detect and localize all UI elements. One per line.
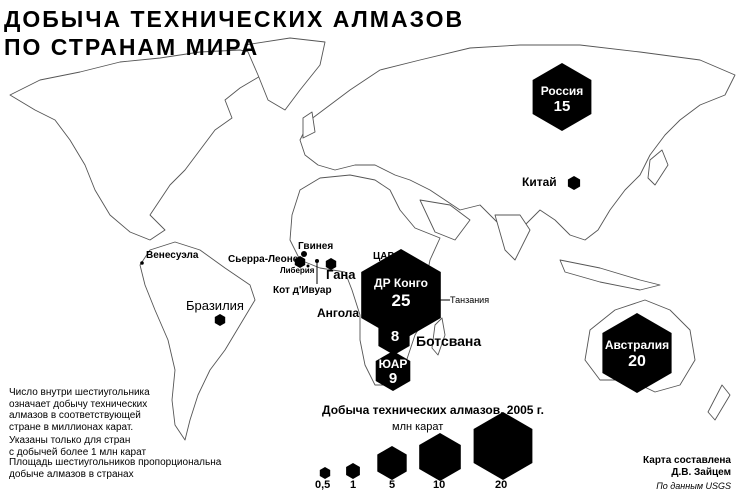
note-line: означает добычу технических: [9, 398, 148, 410]
dot-cote-divoire: [315, 259, 319, 263]
note-line: Указаны только для стран: [9, 435, 131, 446]
dot-car: [382, 261, 386, 265]
hexagon-botswana: [378, 319, 410, 355]
hexagon-angola: [362, 307, 376, 321]
label-venezuela: Венесуэла: [146, 250, 199, 261]
hexagon-south-africa: [375, 351, 411, 391]
hexagon-china: [567, 176, 581, 190]
japan: [647, 149, 669, 186]
label-cote-divoire: Кот д'Ивуар: [273, 285, 332, 296]
label-dr-congo: ДР Конго: [374, 276, 428, 290]
map-title-line1: ДОБЫЧА ТЕХНИЧЕСКИХ АЛМАЗОВ: [4, 6, 465, 32]
note-line: с добычей более 1 млн карат: [9, 446, 147, 458]
label-botswana: Ботсвана: [416, 333, 482, 349]
label-ghana: Гана: [326, 267, 356, 282]
arabia: [419, 199, 471, 241]
note-line: Площадь шестиугольников пропорциональна: [9, 457, 222, 468]
legend-hexagon-10: [419, 433, 461, 481]
dot-venezuela: [140, 261, 144, 265]
value-russia: 15: [553, 98, 571, 115]
hexagon-dr-congo: [361, 249, 441, 341]
label-china: Китай: [522, 175, 557, 189]
map-title-line2: ПО СТРАНАМ МИРА: [4, 34, 260, 60]
note-line: Число внутри шестиугольника: [9, 387, 150, 398]
dot-guinea: [301, 251, 307, 257]
dot-liberia: [306, 264, 310, 268]
label-sierra-leone: Сьерра-Леоне: [228, 254, 299, 265]
label-south-africa: ЮАР: [378, 357, 408, 371]
label-australia: Австралия: [604, 338, 670, 352]
greenland: [244, 37, 326, 111]
legend-title: Добыча технических алмазов, 2005 г.: [322, 403, 544, 417]
note-line: алмазов в соответствующей: [9, 410, 141, 421]
label-car: ЦАР: [373, 251, 395, 262]
note-paragraph-2: Площадь шестиугольников пропорциональна …: [9, 457, 221, 480]
legend-label-5: 5: [389, 479, 396, 491]
south-america: [139, 241, 256, 441]
label-liberia: Либерия: [280, 266, 315, 275]
label-brazil: Бразилия: [186, 298, 244, 313]
hexagon-russia: [532, 63, 592, 131]
label-russia: Россия: [540, 84, 584, 98]
note-line: стране в миллионах карат.: [9, 421, 134, 433]
credits-line1: Карта составлена: [643, 455, 731, 466]
hexagon-ghana: [325, 258, 337, 270]
hexagon-australia: [602, 313, 672, 393]
india: [494, 214, 531, 261]
label-angola: Ангола: [317, 306, 360, 320]
note-paragraph-1: Число внутри шестиугольника означает доб…: [9, 387, 150, 458]
value-south-africa: 9: [388, 370, 398, 387]
eurasia: [299, 44, 736, 241]
credits-source: По данным USGS: [656, 481, 731, 491]
british-isles: [302, 111, 316, 139]
hexagon-sierra-leone: [294, 256, 306, 268]
value-australia: 20: [628, 353, 646, 370]
hexagon-brazil: [214, 314, 226, 326]
new-zealand: [707, 384, 731, 421]
value-dr-congo: 25: [391, 291, 411, 310]
legend-unit: млн карат: [392, 421, 444, 433]
legend-label-1: 1: [350, 479, 357, 491]
note-line: добыче алмазов в странах: [9, 468, 134, 480]
legend-label-10: 10: [433, 479, 446, 491]
legend-label-20: 20: [495, 479, 508, 491]
value-botswana: 8: [390, 328, 400, 345]
legend-label-0-5: 0,5: [315, 479, 331, 491]
label-guinea: Гвинея: [298, 241, 334, 252]
legend-hexagon-5: [377, 446, 407, 480]
legend-hexagon-1: [346, 463, 360, 479]
indonesia: [559, 259, 661, 291]
madagascar: [431, 317, 446, 356]
credits-line2: Д.В. Зайцем: [671, 467, 731, 478]
label-tanzania: Танзания: [450, 295, 490, 305]
legend-hexagon-20: [473, 412, 533, 480]
legend-hexagon-0-5: [319, 467, 331, 479]
north-america: [9, 49, 276, 241]
